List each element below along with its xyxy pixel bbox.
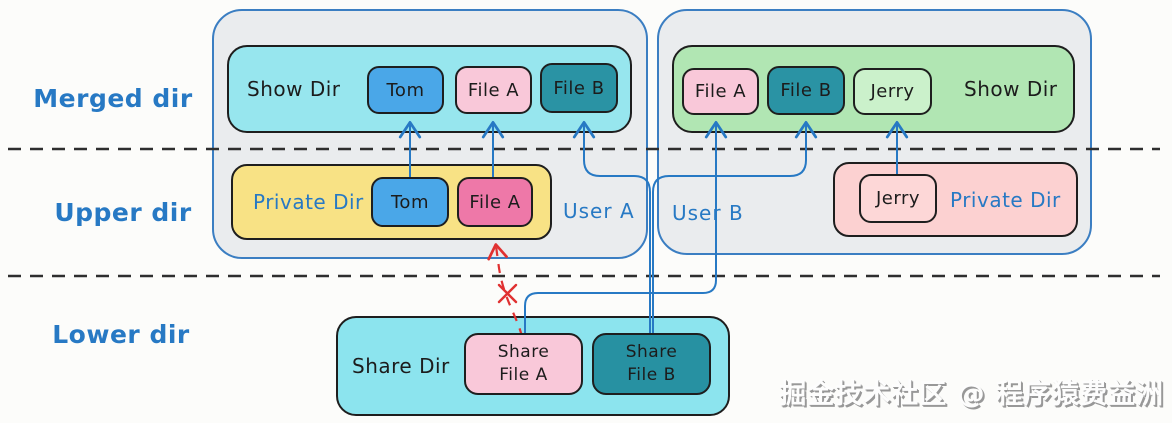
- user-a-show-dir-label: Show Dir: [247, 77, 341, 101]
- user-a-show-file-a: File A: [455, 66, 532, 114]
- arrow-share-fileb-to-usera-show-fileb: [572, 120, 651, 333]
- user-b-show-jerry: Jerry: [853, 68, 932, 115]
- user-b-show-dir-label: Show Dir: [964, 77, 1058, 101]
- blocked-x-mark: [497, 283, 518, 304]
- arrow-share-filea-to-usera-private-filea-blocked: [487, 243, 524, 338]
- upper-dir-label: Upper dir: [54, 198, 192, 227]
- arrow-share-filea-to-userb-show-filea: [524, 120, 728, 333]
- share-dir-label: Share Dir: [352, 354, 450, 378]
- user-a-private-file-a: File A: [457, 177, 533, 227]
- share-file-a-line1: Share: [497, 342, 550, 363]
- user-a-private-dir-label: Private Dir: [253, 190, 364, 214]
- watermark: 掘金技术社区 @ 程序猿费益洲: [779, 379, 1164, 410]
- user-b-label: User B: [672, 201, 744, 225]
- share-file-b-line1: Share: [625, 342, 678, 363]
- user-a-show-tom: Tom: [367, 66, 444, 114]
- user-a-label: User A: [563, 199, 635, 223]
- user-b-show-file-b: File B: [767, 66, 845, 115]
- share-file-b-line2: File B: [627, 365, 676, 385]
- share-file-a-line2: File A: [499, 365, 548, 385]
- arrow-share-fileb-to-userb-show-fileb: [652, 120, 818, 333]
- user-b-private-dir-label: Private Dir: [950, 187, 1061, 212]
- merged-dir-label: Merged dir: [33, 84, 193, 113]
- user-b-show-file-a: File A: [682, 68, 759, 115]
- share-file-b: Share File B: [592, 333, 711, 395]
- user-b-private-jerry: Jerry: [859, 174, 937, 223]
- lower-dir-label: Lower dir: [52, 320, 190, 349]
- user-a-private-tom: Tom: [371, 177, 449, 227]
- user-a-show-file-b: File B: [540, 63, 618, 113]
- share-file-a: Share File A: [464, 333, 583, 395]
